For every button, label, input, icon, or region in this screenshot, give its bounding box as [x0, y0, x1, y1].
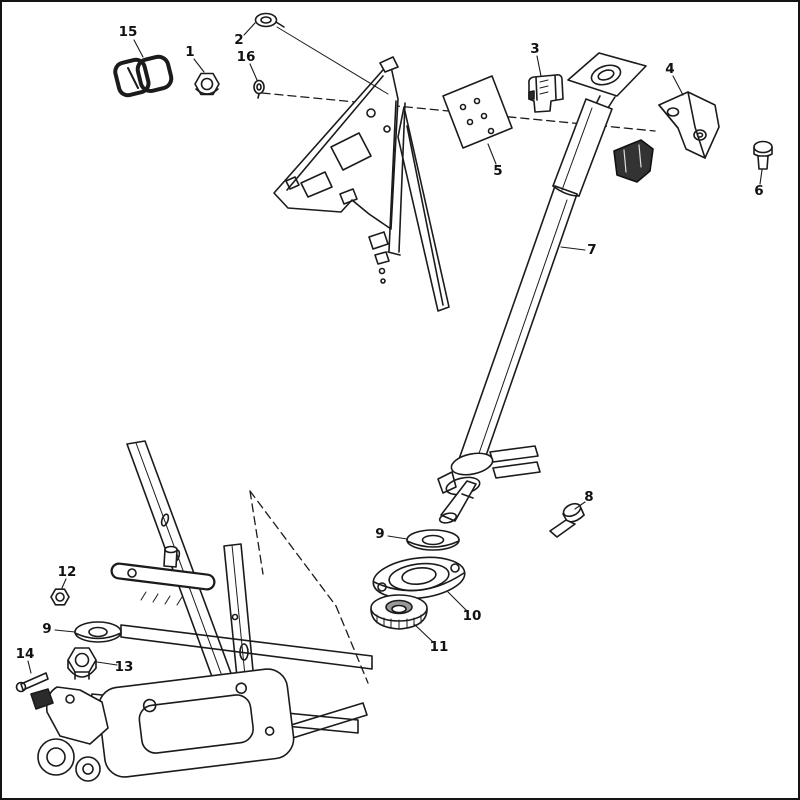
lower-frame: [30, 440, 373, 782]
part-3-clamp-half: [528, 74, 564, 113]
callout-4-label: 4: [665, 61, 674, 77]
callout-12-label: 12: [58, 564, 77, 580]
frame-front-cluster: [30, 686, 109, 782]
steering-column: [437, 52, 647, 524]
callout-2: 2: [234, 22, 256, 48]
callout-10: 10: [447, 591, 482, 624]
callout-16-label: 16: [237, 49, 256, 65]
callout-14-label: 14: [16, 646, 35, 662]
callout-13-label: 13: [115, 659, 134, 675]
callout-8: 8: [574, 489, 594, 510]
part-15-mount-strap: [113, 54, 174, 98]
callout-6-label: 6: [754, 183, 763, 199]
callout-1: 1: [185, 44, 205, 73]
part-14-pin: [15, 672, 49, 693]
column-mount-arm: [110, 545, 216, 606]
callout-9-upper: 9: [375, 526, 408, 542]
callout-labels: 15 1 2 16 3 4: [16, 22, 764, 675]
part-4-bracket: [658, 91, 720, 159]
callout-5: 5: [487, 143, 503, 179]
callout-6: 6: [754, 169, 764, 199]
callout-11-label: 11: [430, 639, 449, 655]
callout-12: 12: [58, 564, 77, 589]
callout-15: 15: [119, 24, 144, 58]
column-tube-upper: [552, 98, 613, 197]
frame-base-plate: [97, 668, 295, 778]
part-13-nut: [67, 647, 97, 680]
part-12-nut: [50, 588, 70, 606]
diagram-linework: 15 1 2 16 3 4: [15, 12, 773, 782]
part-1-nut: [194, 72, 220, 96]
callout-3: 3: [530, 41, 542, 77]
part-5-shim-plate: [442, 75, 513, 149]
part-11-bushing: [370, 594, 428, 630]
part-6-bolt: [753, 140, 773, 170]
callout-3-label: 3: [530, 41, 539, 57]
callout-13: 13: [96, 659, 134, 675]
callout-8-label: 8: [584, 489, 593, 505]
part-9-washer-lower: [74, 621, 122, 643]
part-8-bolt: [549, 502, 585, 538]
part-10-flange: [372, 556, 466, 600]
clamp-half-dark: [613, 139, 654, 183]
upper-support-frame: [273, 56, 450, 312]
callout-2-label: 2: [234, 32, 243, 48]
callout-10-label: 10: [463, 608, 482, 624]
callout-16: 16: [237, 49, 258, 81]
column-shaft-tip: [440, 480, 477, 522]
callout-14: 14: [16, 646, 35, 674]
callout-9-lower-label: 9: [42, 621, 51, 637]
part-16-rivet: [253, 79, 265, 99]
callout-5-label: 5: [493, 163, 502, 179]
callout-15-label: 15: [119, 24, 138, 40]
washer-flange-bushing-stack: [370, 529, 466, 630]
callout-11: 11: [413, 623, 449, 655]
column-tube-lower: [457, 185, 578, 471]
column-mount-plate: [567, 52, 647, 97]
frame-tube-upper: [120, 624, 373, 670]
part-2-plug: [254, 12, 389, 95]
callout-7: 7: [560, 242, 597, 258]
callout-9-upper-label: 9: [375, 526, 384, 542]
callout-4: 4: [665, 61, 684, 96]
callout-9-lower: 9: [42, 621, 76, 637]
callout-1-label: 1: [185, 44, 194, 60]
callout-7-label: 7: [587, 242, 596, 258]
